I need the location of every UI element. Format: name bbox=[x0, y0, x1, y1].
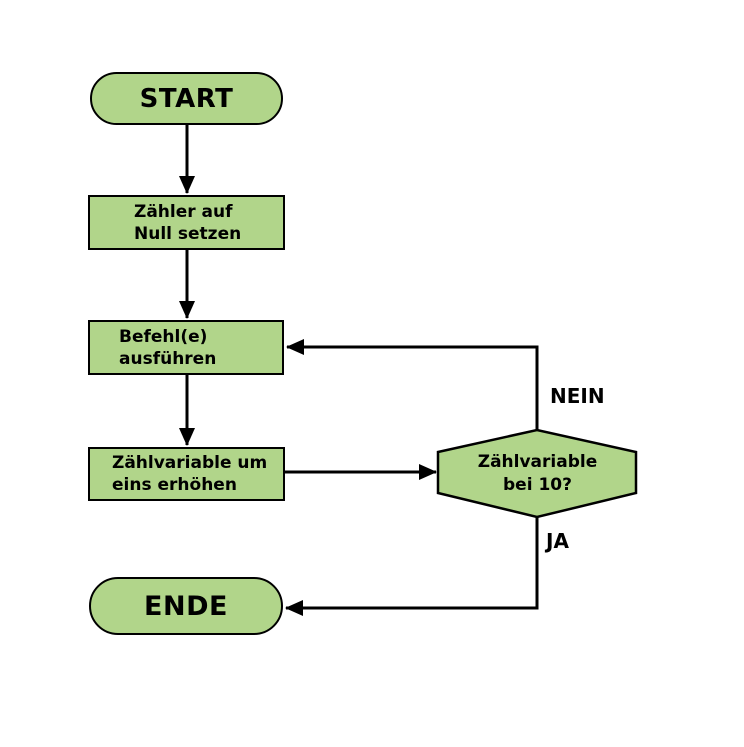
increment-counter-line2: eins erhöhen bbox=[112, 475, 237, 495]
edge-label-yes: JA bbox=[546, 529, 569, 553]
init-counter-line2: Null setzen bbox=[134, 223, 242, 244]
edge-label-no: NEIN bbox=[550, 384, 605, 408]
end-node: ENDE bbox=[89, 577, 283, 635]
start-node: START bbox=[90, 72, 283, 125]
execute-commands-line2: ausführen bbox=[119, 348, 217, 369]
edge-decision-no-to-exec bbox=[286, 339, 539, 430]
execute-commands-line1: Befehl(e) bbox=[119, 326, 208, 347]
end-node-label: ENDE bbox=[144, 590, 228, 622]
start-node-label: START bbox=[139, 83, 234, 114]
decision-node-label: Zählvariable bei 10? bbox=[438, 430, 637, 517]
increment-counter-node: Zählvariable um eins erhöhen bbox=[88, 447, 285, 501]
execute-commands-node: Befehl(e) ausführen bbox=[88, 320, 284, 375]
init-counter-line1: Zähler auf bbox=[134, 201, 233, 222]
decision-line2: bei 10? bbox=[503, 474, 572, 495]
increment-counter-line1: Zählvariable um bbox=[112, 453, 268, 473]
edge-decision-yes-to-end bbox=[285, 517, 539, 616]
decision-line1: Zählvariable bbox=[477, 451, 598, 472]
init-counter-node: Zähler auf Null setzen bbox=[88, 195, 285, 250]
